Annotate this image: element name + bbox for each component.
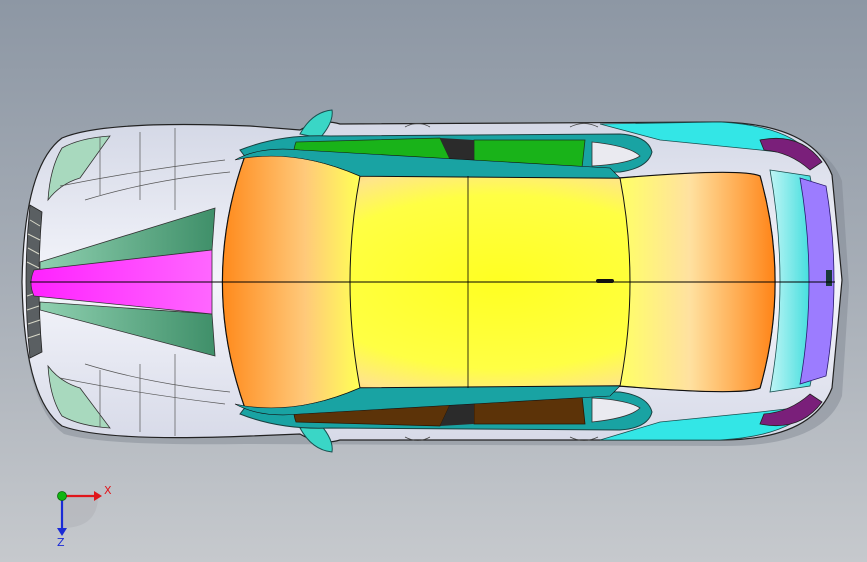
z-axis-label: Z — [57, 536, 65, 548]
hood-panel-lines — [59, 128, 231, 436]
left-mirror[interactable] — [299, 109, 333, 139]
rear-deck-violet — [799, 177, 835, 385]
triad-shadow — [62, 496, 98, 528]
y-axis-dot — [57, 491, 67, 501]
z-axis-arrowhead — [57, 528, 67, 536]
rear-badge — [826, 270, 832, 286]
roof-rail-left — [234, 148, 621, 179]
antenna — [596, 279, 614, 283]
rear-light-left — [759, 137, 823, 171]
x-axis-label: X — [104, 484, 112, 497]
wheel-arch-hints — [404, 123, 599, 441]
right-mirror[interactable] — [299, 423, 333, 453]
window-glass-left-quarter — [591, 141, 641, 167]
hood-panel-lower — [39, 301, 216, 357]
window-glass-right-quarter — [591, 397, 641, 423]
roof-rail-right — [234, 385, 621, 416]
rear-light-right — [759, 393, 823, 427]
x-axis-arrowhead — [94, 491, 102, 501]
coordinate-triad: X Z — [57, 484, 112, 548]
front-right-lamp — [47, 364, 111, 429]
